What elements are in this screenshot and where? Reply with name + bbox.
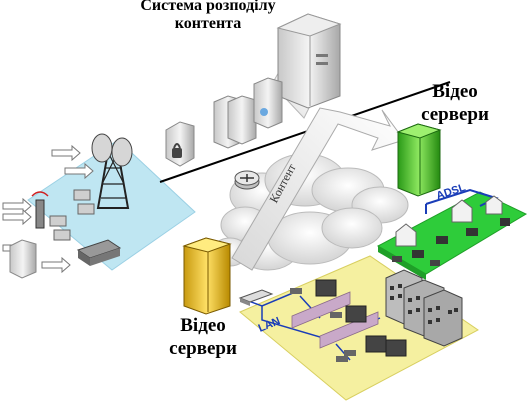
router	[234, 170, 260, 190]
adsl-devices	[392, 195, 510, 266]
title-line-2: контента	[174, 15, 242, 32]
diagram-title: Система розподілу контента	[108, 0, 308, 33]
title-line-1: Система розподілу	[140, 0, 276, 14]
video-server-yellow	[182, 237, 232, 315]
lan-workstations	[290, 279, 407, 362]
video-server-green	[396, 123, 442, 197]
video-left-line-1: Відео	[180, 315, 226, 336]
origin-servers	[213, 77, 283, 149]
satellite-equipment	[31, 189, 122, 266]
content-distribution-server	[276, 13, 342, 109]
office-buildings	[385, 269, 463, 347]
video-servers-right-label: Відео сервери	[410, 80, 500, 126]
backbone-line	[159, 81, 451, 183]
video-left-line-2: сервери	[169, 338, 237, 359]
video-right-line-2: сервери	[421, 104, 489, 125]
video-right-line-1: Відео	[432, 81, 478, 102]
satellite-tower	[91, 133, 133, 209]
video-servers-left-label: Відео сервери	[148, 314, 258, 360]
lan-switch	[238, 289, 274, 306]
secure-server	[165, 121, 195, 167]
client-server	[9, 239, 37, 279]
